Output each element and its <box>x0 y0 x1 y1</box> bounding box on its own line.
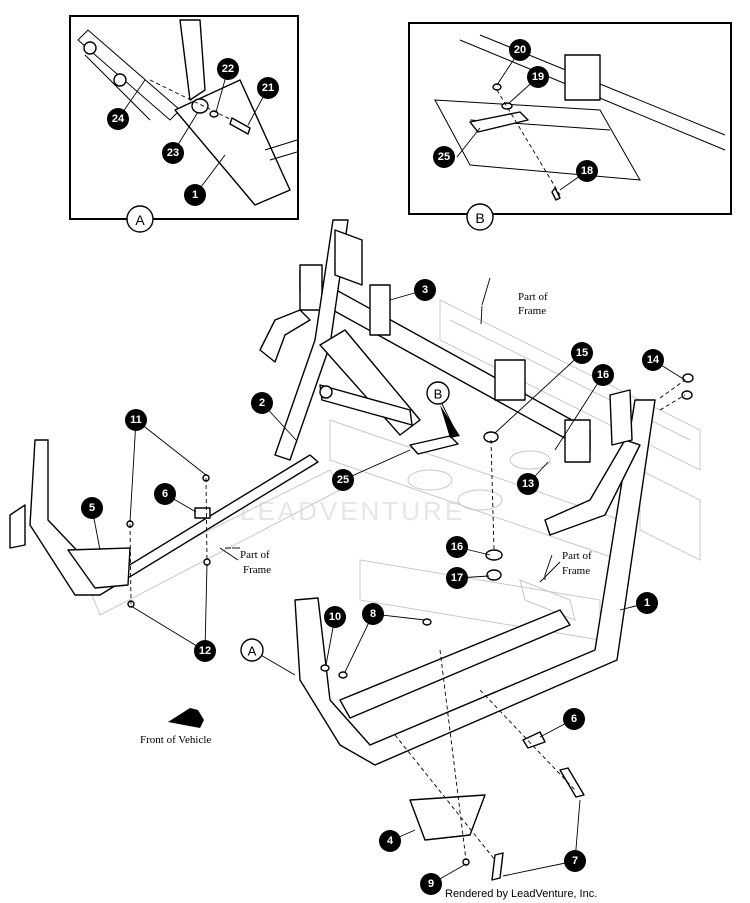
callout-17: 17 <box>446 567 468 589</box>
callout-1-right: 1 <box>636 592 658 614</box>
front-of-vehicle-arrow: Front of Vehicle <box>140 708 211 746</box>
svg-text:10: 10 <box>329 611 341 623</box>
svg-text:22: 22 <box>222 63 234 75</box>
watermark: LEADVENTURE <box>240 496 465 526</box>
support-arm <box>319 384 459 455</box>
svg-text:11: 11 <box>130 414 142 426</box>
svg-text:16: 16 <box>451 541 463 553</box>
part-of-frame-note-3b: Frame <box>562 565 590 577</box>
callout-14: 14 <box>642 349 664 371</box>
callout-22: 22 <box>217 58 239 80</box>
svg-text:4: 4 <box>387 835 394 847</box>
detail-b-pointer: B <box>426 381 460 438</box>
svg-text:18: 18 <box>581 165 593 177</box>
part-of-frame-note-2: Part of <box>240 549 270 561</box>
svg-text:16: 16 <box>597 369 609 381</box>
svg-text:14: 14 <box>647 354 660 366</box>
callout-19: 19 <box>527 66 549 88</box>
svg-text:15: 15 <box>576 347 588 359</box>
callout-5: 5 <box>81 497 103 519</box>
svg-text:5: 5 <box>89 502 95 514</box>
svg-text:1: 1 <box>644 597 650 609</box>
part-of-frame-note-1b: Frame <box>518 305 546 317</box>
svg-text:7: 7 <box>572 855 578 867</box>
detail-a <box>69 15 299 220</box>
front-of-vehicle-label: Front of Vehicle <box>140 734 211 746</box>
svg-text:6: 6 <box>571 713 577 725</box>
right-side-rail <box>294 389 656 766</box>
callout-15: 15 <box>571 342 593 364</box>
part-of-frame-note-3: Part of <box>562 550 592 562</box>
callout-16-lower: 16 <box>446 536 468 558</box>
svg-text:13: 13 <box>522 478 534 490</box>
callout-12: 12 <box>194 640 216 662</box>
callout-3: 3 <box>414 279 436 301</box>
svg-text:25: 25 <box>337 474 349 486</box>
assembly-lines <box>129 379 686 861</box>
lower-bracket <box>409 794 486 841</box>
svg-text:A: A <box>135 212 145 228</box>
svg-text:17: 17 <box>451 572 463 584</box>
callout-20: 20 <box>509 39 531 61</box>
callout-25: 25 <box>332 469 354 491</box>
callout-10: 10 <box>324 606 346 628</box>
callout-9: 9 <box>420 873 442 895</box>
svg-text:21: 21 <box>262 82 274 94</box>
part-of-frame-note-1: Part of <box>518 291 548 303</box>
callout-25-detail: 25 <box>433 146 455 168</box>
callout-2: 2 <box>251 392 273 414</box>
svg-text:24: 24 <box>112 113 125 125</box>
svg-text:B: B <box>434 387 443 402</box>
callout-21: 21 <box>257 77 279 99</box>
callouts: 24 23 22 21 1 20 19 25 18 3 2 15 16 14 1… <box>81 39 664 895</box>
callout-8: 8 <box>362 603 384 625</box>
callout-11: 11 <box>125 409 147 431</box>
detail-a-label: A <box>126 205 154 233</box>
callout-13: 13 <box>517 473 539 495</box>
svg-text:1: 1 <box>192 189 198 201</box>
svg-text:8: 8 <box>370 608 376 620</box>
upper-crossbar <box>259 264 591 463</box>
callout-6-upper: 6 <box>154 483 176 505</box>
callout-24: 24 <box>107 108 129 130</box>
svg-text:23: 23 <box>167 147 179 159</box>
svg-text:9: 9 <box>428 878 434 890</box>
callout-4: 4 <box>379 830 401 852</box>
svg-text:3: 3 <box>422 284 428 296</box>
detail-b-label: B <box>466 203 494 231</box>
callout-18: 18 <box>576 160 598 182</box>
svg-text:25: 25 <box>438 151 450 163</box>
svg-text:6: 6 <box>162 488 168 500</box>
svg-text:A: A <box>248 644 257 659</box>
svg-text:B: B <box>475 210 484 226</box>
part-of-frame-note-2b: Frame <box>243 564 271 576</box>
callout-6-lower: 6 <box>563 708 585 730</box>
rendered-by-credit: Rendered by LeadVenture, Inc. <box>445 888 597 900</box>
callout-23: 23 <box>162 142 184 164</box>
callout-16-upper: 16 <box>592 364 614 386</box>
detail-a-pointer: A <box>240 638 296 676</box>
svg-text:19: 19 <box>532 71 544 83</box>
callout-1-detail: 1 <box>184 184 206 206</box>
svg-text:20: 20 <box>514 44 526 56</box>
detail-b <box>408 22 732 215</box>
svg-text:12: 12 <box>199 645 211 657</box>
callout-7: 7 <box>564 850 586 872</box>
svg-text:2: 2 <box>259 397 265 409</box>
